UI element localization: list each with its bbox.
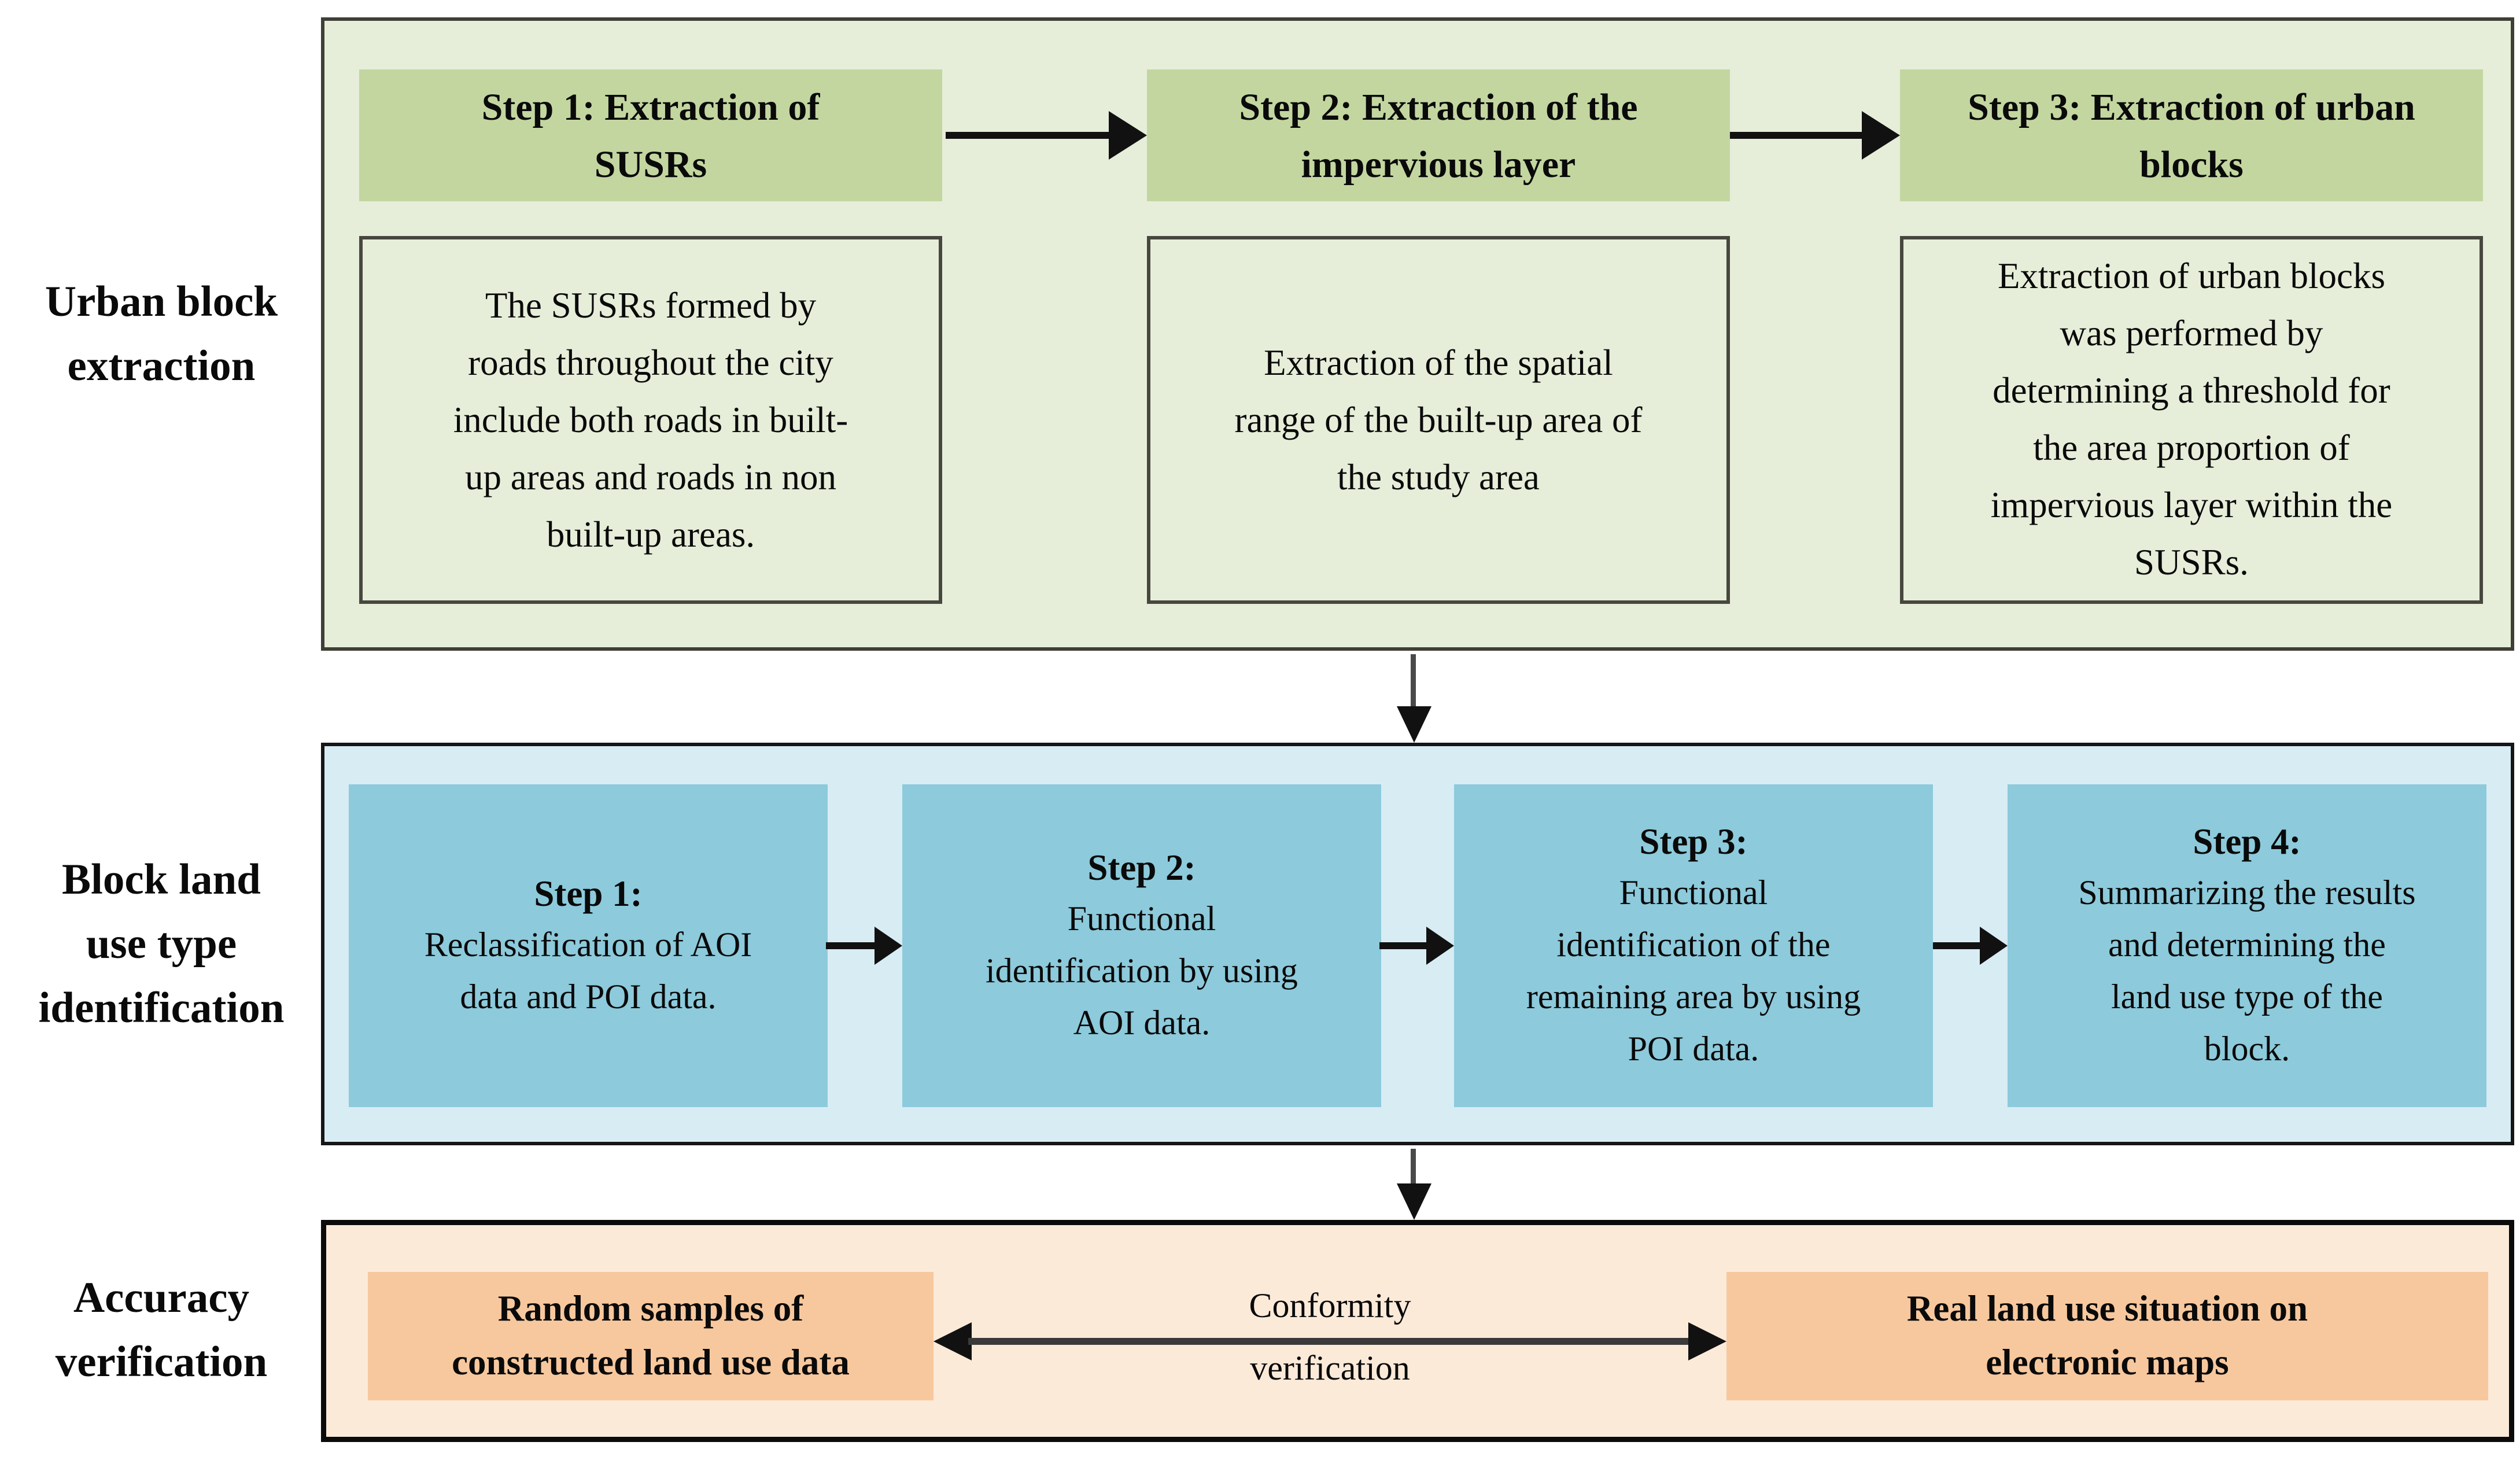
urban-step1-header: Step 1: Extraction of SUSRs <box>359 69 942 201</box>
conformity-verification-label: Conformity verification <box>1249 1288 1411 1388</box>
landuse-step1-body: Reclassification of AOI data and POI dat… <box>424 927 752 1017</box>
urban-step2-header: Step 2: Extraction of the impervious lay… <box>1147 69 1730 201</box>
urban-step2-description: Extraction of the spatial range of the b… <box>1147 236 1730 604</box>
landuse-step1-box: Step 1: Reclassification of AOI data and… <box>349 784 828 1107</box>
panel-urban-block-extraction: Step 1: Extraction of SUSRs Step 2: Extr… <box>321 17 2514 651</box>
arrow-head <box>1426 927 1454 965</box>
panel-block-land-use-identification: Step 1: Reclassification of AOI data and… <box>321 743 2514 1145</box>
arrow-head <box>1862 111 1900 160</box>
landuse-step3-body: Functional identification of the remaini… <box>1526 875 1861 1069</box>
side-label-cell-landuse: Block land use type identification <box>0 743 323 1145</box>
side-label-block-land-use: Block land use type identification <box>38 856 285 1032</box>
arrow-right-icon <box>946 111 1147 160</box>
arrow-shaft <box>1933 942 1980 949</box>
landuse-step1-title: Step 1: <box>534 873 643 914</box>
arrow-shaft <box>1411 1149 1416 1187</box>
landuse-step4-title: Step 4: <box>2193 821 2301 862</box>
arrow-right-icon <box>1933 921 2008 970</box>
side-label-cell-urban: Urban block extraction <box>0 17 323 651</box>
arrow-head <box>875 927 902 965</box>
landuse-step3-title: Step 3: <box>1639 821 1748 862</box>
landuse-step2-title: Step 2: <box>1087 847 1196 888</box>
side-label-cell-accuracy: Accuracy verification <box>0 1220 323 1442</box>
landuse-step4-box: Step 4: Summarizing the results and dete… <box>2008 784 2486 1107</box>
urban-step3-header: Step 3: Extraction of urban blocks <box>1900 69 2483 201</box>
arrow-head-left <box>934 1322 972 1360</box>
arrow-right-icon <box>826 921 902 970</box>
arrow-shaft <box>826 942 875 949</box>
arrow-shaft <box>968 1338 1692 1345</box>
real-land-use-box: Real land use situation on electronic ma… <box>1726 1272 2488 1400</box>
arrow-shaft <box>1411 654 1416 710</box>
landuse-step3-box: Step 3: Functional identification of the… <box>1454 784 1933 1107</box>
urban-step3-description: Extraction of urban blocks was performed… <box>1900 236 2483 604</box>
landuse-step2-body: Functional identification by using AOI d… <box>986 901 1298 1043</box>
landuse-step4-body: Summarizing the results and determining … <box>2078 875 2416 1069</box>
arrow-head <box>1397 1183 1431 1220</box>
arrow-shaft <box>1730 132 1865 139</box>
urban-step1-description: The SUSRs formed by roads throughout the… <box>359 236 942 604</box>
panel-accuracy-verification: Random samples of constructed land use d… <box>321 1220 2514 1442</box>
side-label-accuracy-verification: Accuracy verification <box>55 1275 268 1386</box>
landuse-step2-box: Step 2: Functional identification by usi… <box>902 784 1381 1107</box>
random-samples-box: Random samples of constructed land use d… <box>368 1272 934 1400</box>
arrow-head-right <box>1688 1322 1726 1360</box>
arrow-right-icon <box>1730 111 1900 160</box>
arrow-double-horizontal-icon: Conformity verification <box>934 1274 1726 1402</box>
arrow-shaft <box>1379 942 1426 949</box>
arrow-head <box>1980 927 2008 965</box>
arrow-shaft <box>946 132 1112 139</box>
arrow-head <box>1109 111 1147 160</box>
arrow-head <box>1397 706 1431 743</box>
arrow-right-icon <box>1379 921 1454 970</box>
side-label-urban-block-extraction: Urban block extraction <box>45 278 278 390</box>
